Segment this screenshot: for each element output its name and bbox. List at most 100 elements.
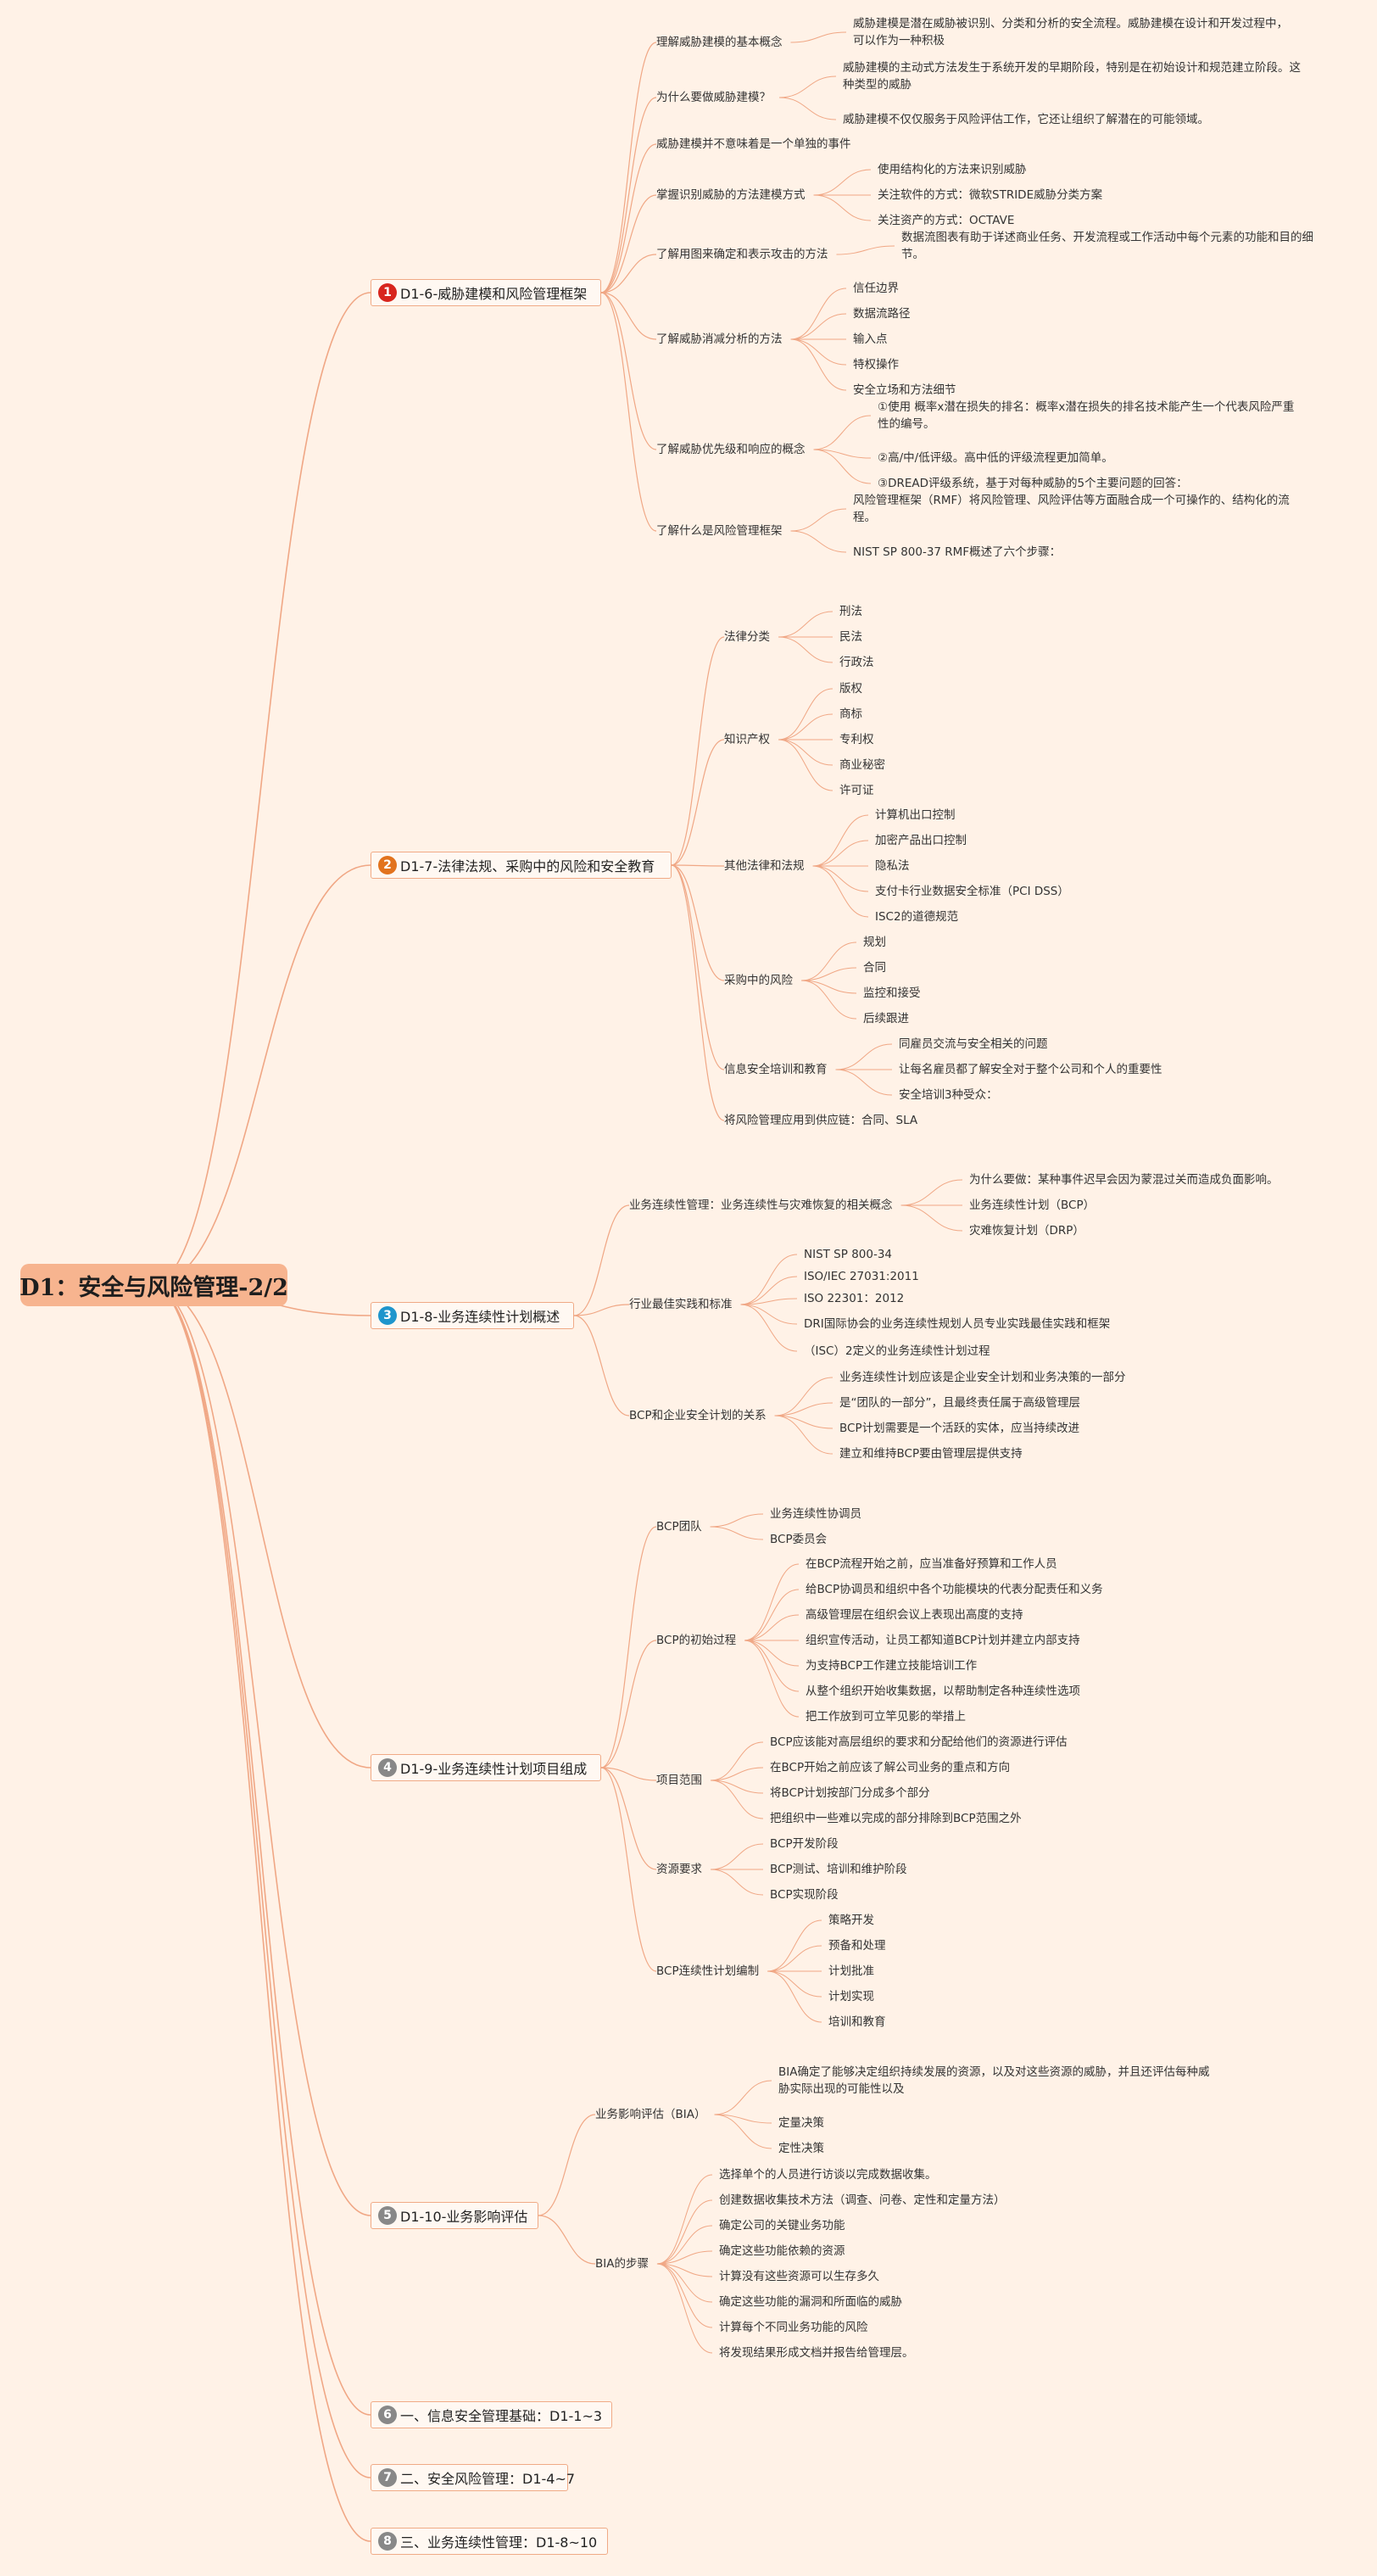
leaf-topic[interactable]: 确定这些功能的漏洞和所面临的威胁	[719, 2295, 902, 2309]
subtopic[interactable]: 将风险管理应用到供应链：合同、SLA	[724, 1114, 918, 1127]
leaf-topic[interactable]: BCP委员会	[770, 1533, 828, 1546]
leaf-topic[interactable]: 合同	[863, 961, 886, 975]
subtopic[interactable]: 掌握识别威胁的方法建模方式	[656, 188, 806, 202]
leaf-topic[interactable]: 创建数据收集技术方法（调查、问卷、定性和定量方法）	[719, 2193, 1006, 2207]
leaf-topic[interactable]: 业务连续性协调员	[770, 1507, 861, 1521]
leaf-topic[interactable]: ①使用 概率x潜在损失的排名：概率x潜在损失的排名技术能产生一个代表风险严重性的…	[878, 400, 1295, 431]
subtopic[interactable]: 资源要求	[656, 1863, 702, 1876]
leaf-topic[interactable]: 商业秘密	[839, 758, 885, 772]
leaf-topic[interactable]: 业务连续性计划（BCP）	[969, 1199, 1095, 1212]
subtopic[interactable]: BCP团队	[656, 1520, 702, 1534]
subtopic[interactable]: 其他法律和法规	[724, 859, 805, 873]
leaf-topic[interactable]: 监控和接受	[863, 986, 921, 1000]
subtopic[interactable]: BCP和企业安全计划的关系	[629, 1409, 767, 1422]
subtopic[interactable]: 了解威胁优先级和响应的概念	[656, 443, 806, 456]
leaf-topic[interactable]: 为什么要做：某种事件迟早会因为蒙混过关而造成负面影响。	[969, 1173, 1279, 1187]
subtopic[interactable]: 业务影响评估（BIA）	[595, 2108, 706, 2121]
leaf-topic[interactable]: 使用结构化的方法来识别威胁	[878, 163, 1027, 176]
leaf-topic[interactable]: 商标	[839, 707, 862, 721]
leaf-topic[interactable]: 计算每个不同业务功能的风险	[719, 2321, 868, 2334]
leaf-topic[interactable]: 给BCP协调员和组织中各个功能模块的代表分配责任和义务	[806, 1583, 1103, 1596]
leaf-topic[interactable]: 定量决策	[778, 2116, 824, 2130]
leaf-topic[interactable]: 关注软件的方式：微软STRIDE威胁分类方案	[878, 188, 1103, 202]
subtopic[interactable]: 行业最佳实践和标准	[629, 1298, 733, 1311]
subtopic[interactable]: 为什么要做威胁建模？	[656, 91, 771, 104]
leaf-topic[interactable]: 特权操作	[853, 358, 899, 372]
leaf-topic[interactable]: 计划实现	[828, 1990, 874, 2003]
leaf-topic[interactable]: 建立和维持BCP要由管理层提供支持	[839, 1447, 1023, 1461]
leaf-topic[interactable]: 信任边界	[853, 282, 899, 295]
leaf-topic[interactable]: 后续跟进	[863, 1012, 909, 1025]
leaf-topic[interactable]: 确定公司的关键业务功能	[719, 2219, 845, 2232]
leaf-topic[interactable]: 风险管理框架（RMF）将风险管理、风险评估等方面融合成一个可操作的、结构化的流程…	[853, 494, 1290, 524]
leaf-topic[interactable]: 从整个组织开始收集数据，以帮助制定各种连续性选项	[806, 1685, 1080, 1698]
leaf-topic[interactable]: 预备和处理	[828, 1939, 886, 1953]
leaf-topic[interactable]: 在BCP流程开始之前，应当准备好预算和工作人员	[806, 1557, 1057, 1571]
leaf-topic[interactable]: 将发现结果形成文档并报告给管理层。	[719, 2346, 914, 2360]
leaf-topic[interactable]: 计划批准	[828, 1964, 874, 1978]
subtopic[interactable]: BCP的初始过程	[656, 1634, 737, 1647]
leaf-topic[interactable]: 定性决策	[778, 2142, 824, 2155]
subtopic[interactable]: BCP连续性计划编制	[656, 1964, 760, 1978]
leaf-topic[interactable]: 高级管理层在组织会议上表现出高度的支持	[806, 1608, 1023, 1622]
subtopic[interactable]: 了解用图来确定和表示攻击的方法	[656, 248, 828, 261]
subtopic[interactable]: 采购中的风险	[724, 974, 793, 987]
leaf-topic[interactable]: 隐私法	[875, 859, 910, 873]
leaf-topic[interactable]: 把组织中一些难以完成的部分排除到BCP范围之外	[770, 1812, 1022, 1825]
subtopic[interactable]: 知识产权	[724, 733, 770, 746]
leaf-topic[interactable]: ISO/IEC 27031:2011	[804, 1270, 919, 1283]
leaf-topic[interactable]: ISO 22301：2012	[804, 1292, 905, 1305]
subtopic[interactable]: 法律分类	[724, 630, 770, 644]
leaf-topic[interactable]: 数据流图表有助于详述商业任务、开发流程或工作活动中每个元素的功能和目的细节。	[901, 231, 1313, 261]
leaf-topic[interactable]: 把工作放到可立竿见影的举措上	[806, 1710, 966, 1724]
leaf-topic[interactable]: BCP应该能对高层组织的要求和分配给他们的资源进行评估	[770, 1735, 1068, 1749]
leaf-topic[interactable]: 输入点	[853, 332, 888, 346]
leaf-topic[interactable]: 组织宣传活动，让员工都知道BCP计划并建立内部支持	[806, 1634, 1080, 1647]
leaf-topic[interactable]: BCP测试、培训和维护阶段	[770, 1863, 907, 1876]
leaf-topic[interactable]: 为支持BCP工作建立技能培训工作	[806, 1659, 978, 1673]
leaf-topic[interactable]: NIST SP 800-37 RMF概述了六个步骤：	[853, 545, 1062, 559]
leaf-topic[interactable]: 威胁建模是潜在威胁被识别、分类和分析的安全流程。威胁建模在设计和开发过程中，可以…	[853, 17, 1288, 47]
subtopic[interactable]: 项目范围	[656, 1774, 702, 1787]
leaf-topic[interactable]: 选择单个的人员进行访谈以完成数据收集。	[719, 2168, 937, 2182]
leaf-topic[interactable]: ②高/中/低评级。高中低的评级流程更加简单。	[878, 451, 1113, 465]
leaf-topic[interactable]: 让每名雇员都了解安全对于整个公司和个人的重要性	[899, 1063, 1162, 1076]
leaf-topic[interactable]: 加密产品出口控制	[875, 834, 967, 847]
leaf-topic[interactable]: BCP计划需要是一个活跃的实体，应当持续改进	[839, 1422, 1080, 1435]
leaf-topic[interactable]: ISC2的道德规范	[875, 910, 959, 924]
root-topic[interactable]: D1：安全与风险管理-2/2	[20, 1264, 288, 1306]
leaf-topic[interactable]: 支付卡行业数据安全标准（PCI DSS）	[875, 885, 1069, 898]
subtopic[interactable]: 理解威胁建模的基本概念	[656, 36, 783, 49]
leaf-topic[interactable]: 刑法	[839, 605, 862, 618]
leaf-topic[interactable]: BCP实现阶段	[770, 1888, 839, 1902]
leaf-topic[interactable]: BIA确定了能够决定组织持续发展的资源，以及对这些资源的威胁，并且还评估每种威胁…	[778, 2065, 1210, 2096]
leaf-topic[interactable]: 将BCP计划按部门分成多个部分	[770, 1786, 930, 1800]
leaf-topic[interactable]: 同雇员交流与安全相关的问题	[899, 1037, 1048, 1051]
subtopic[interactable]: 了解威胁消减分析的方法	[656, 332, 783, 346]
leaf-topic[interactable]: ③DREAD评级系统，基于对每种威胁的5个主要问题的回答：	[878, 477, 1188, 490]
leaf-topic[interactable]: NIST SP 800-34	[804, 1248, 893, 1261]
leaf-topic[interactable]: （ISC）2定义的业务连续性计划过程	[804, 1344, 990, 1358]
leaf-topic[interactable]: 灾难恢复计划（DRP）	[969, 1224, 1084, 1238]
subtopic[interactable]: BIA的步骤	[595, 2257, 649, 2271]
leaf-topic[interactable]: 是“团队的一部分”，且最终责任属于高级管理层	[839, 1396, 1080, 1410]
leaf-topic[interactable]: 行政法	[839, 656, 874, 669]
subtopic[interactable]: 威胁建模并不意味着是一个单独的事件	[656, 137, 851, 151]
leaf-topic[interactable]: 安全立场和方法细节	[853, 383, 956, 397]
leaf-topic[interactable]: 在BCP开始之前应该了解公司业务的重点和方向	[770, 1761, 1011, 1774]
leaf-topic[interactable]: 威胁建模不仅仅服务于风险评估工作，它还让组织了解潜在的可能领域。	[843, 113, 1209, 126]
subtopic[interactable]: 了解什么是风险管理框架	[656, 524, 783, 538]
subtopic[interactable]: 业务连续性管理：业务连续性与灾难恢复的相关概念	[629, 1199, 893, 1212]
leaf-topic[interactable]: 安全培训3种受众：	[899, 1088, 998, 1102]
leaf-topic[interactable]: 威胁建模的主动式方法发生于系统开发的早期阶段，特别是在初始设计和规范建立阶段。这…	[843, 61, 1301, 92]
leaf-topic[interactable]: 策略开发	[828, 1914, 874, 1927]
leaf-topic[interactable]: 规划	[863, 936, 886, 949]
leaf-topic[interactable]: BCP开发阶段	[770, 1837, 839, 1851]
